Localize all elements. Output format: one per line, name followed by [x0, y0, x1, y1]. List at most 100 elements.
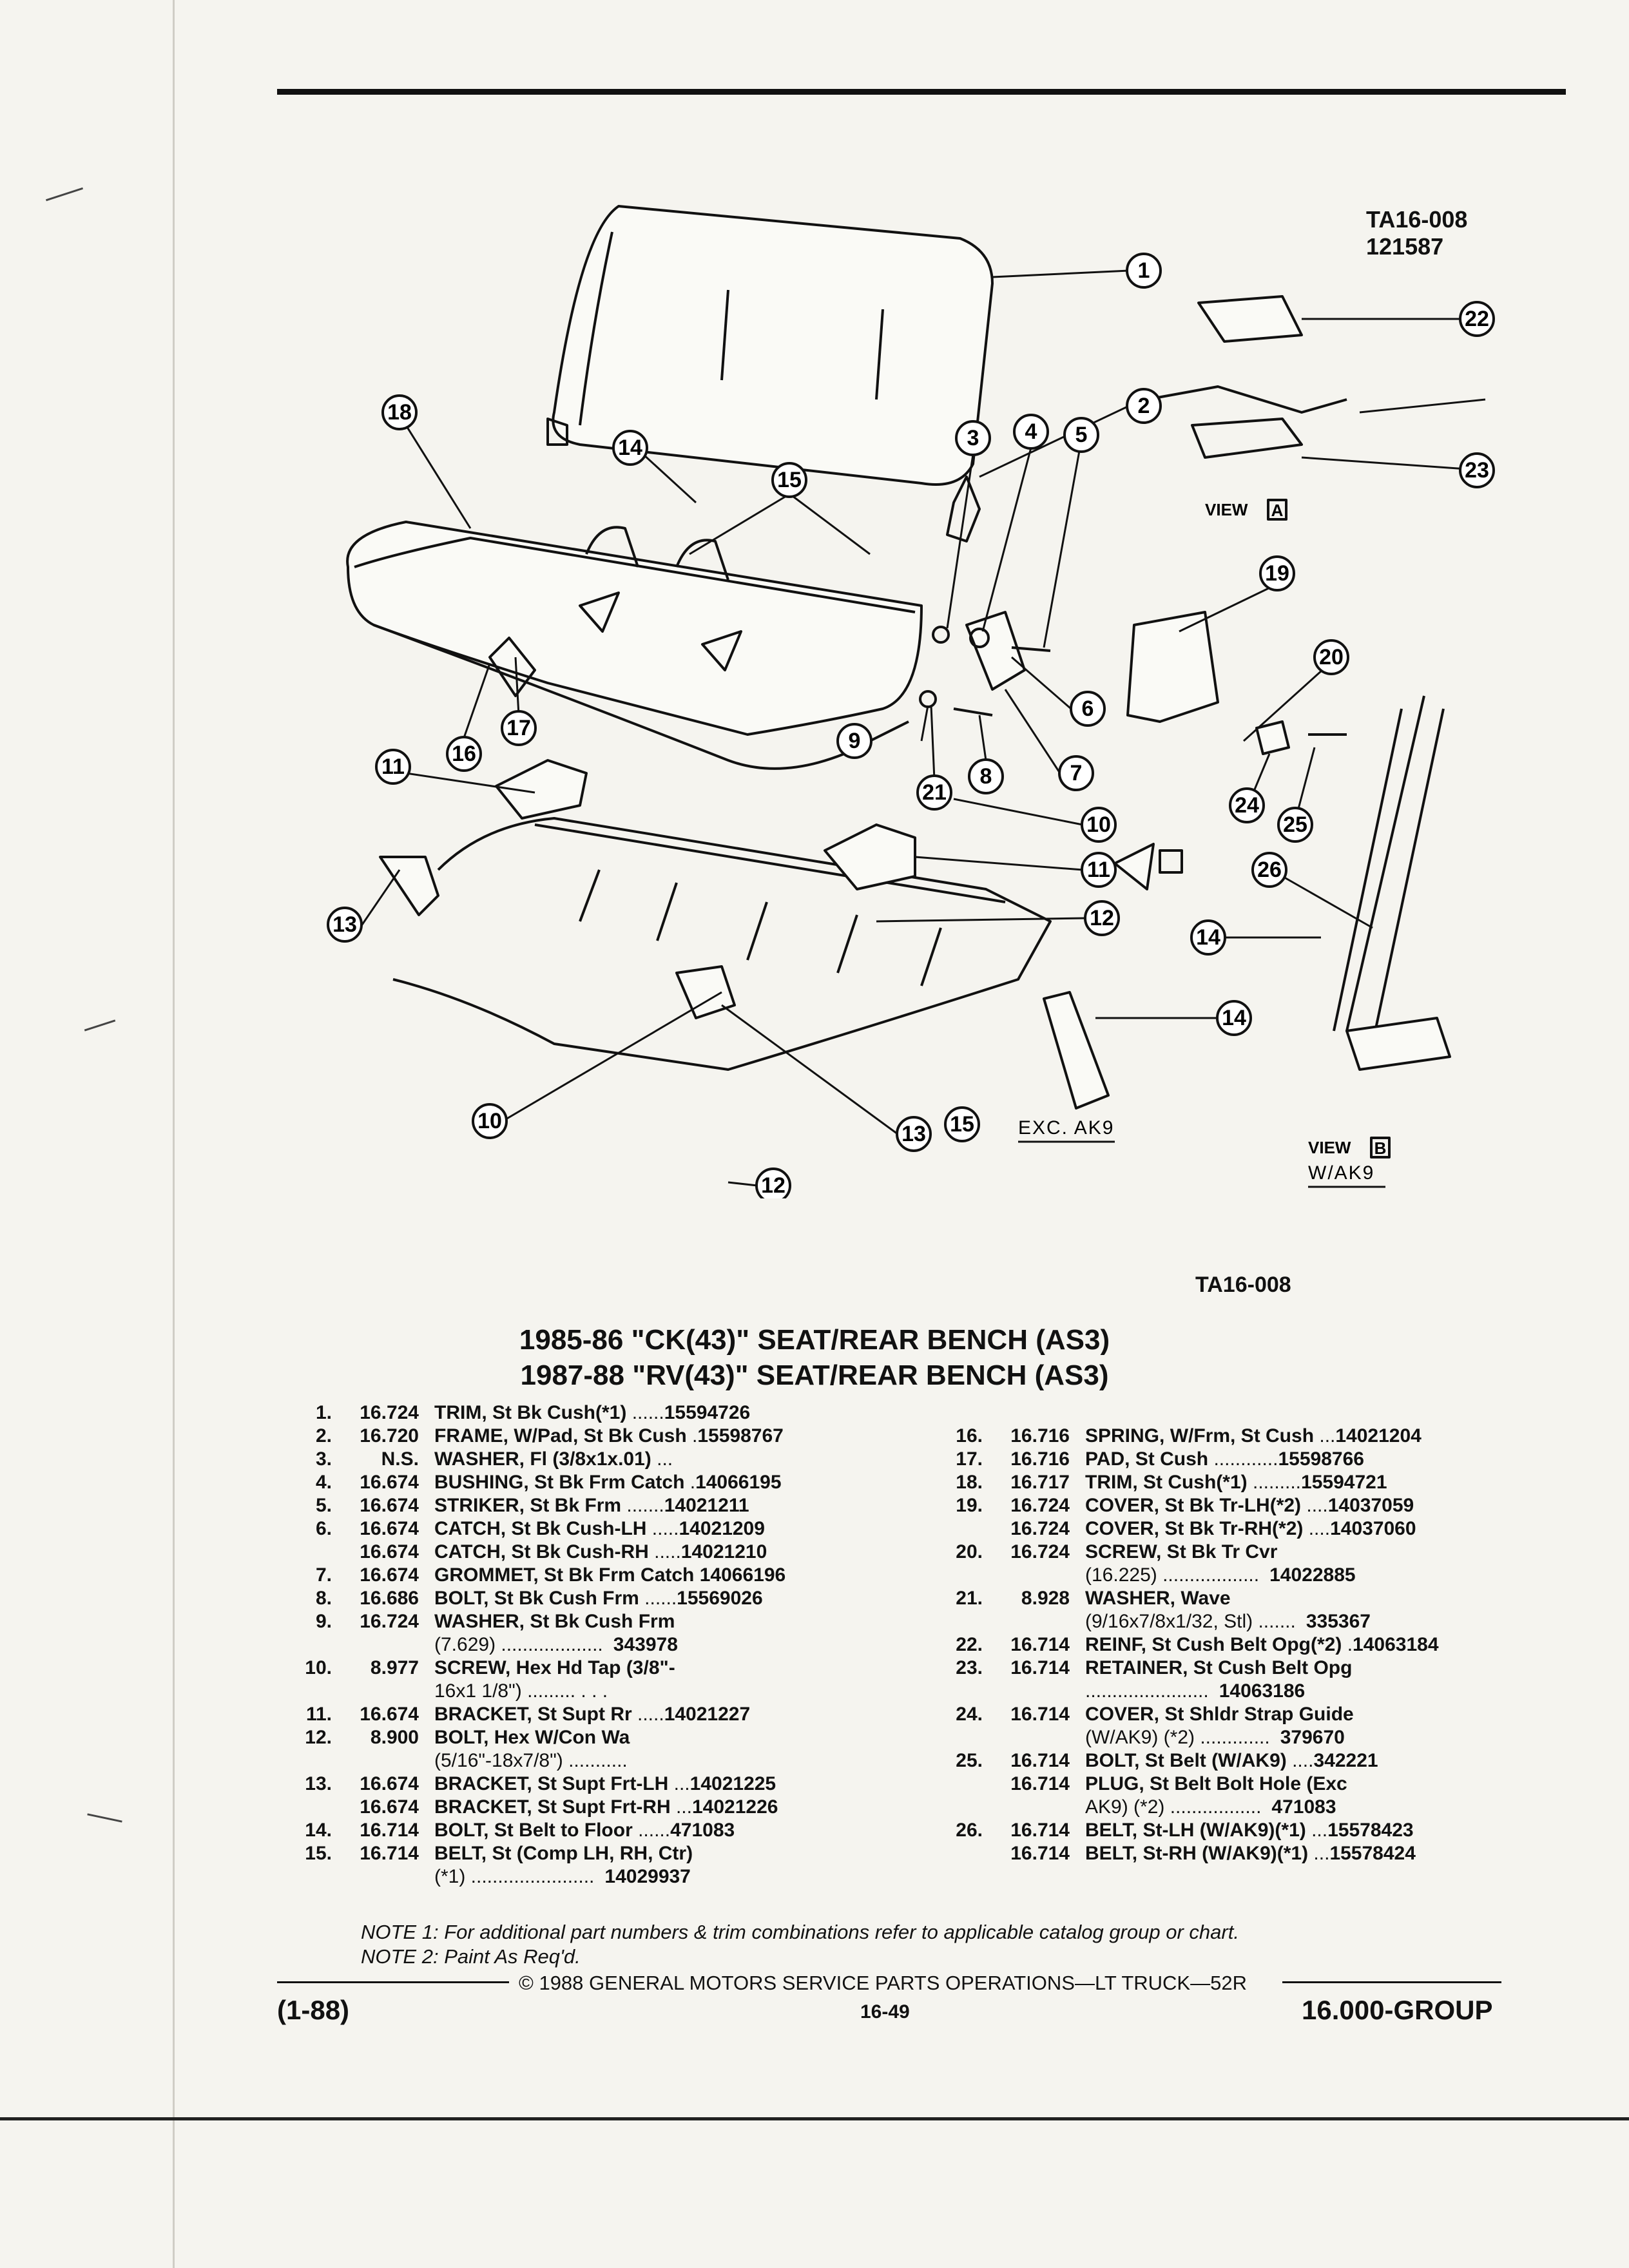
- part-continuation-text: (*1) .......................: [434, 1866, 595, 1887]
- margin-mark: [87, 1813, 122, 1823]
- svg-text:18: 18: [387, 400, 412, 425]
- callout-10-upper: 10: [1081, 807, 1117, 843]
- part-description: COVER, St Bk Tr-LH(*2) ....14037059: [1085, 1494, 1527, 1517]
- svg-text:22: 22: [1465, 307, 1489, 331]
- part-leader-dots: ...: [651, 1448, 673, 1470]
- callout-23: 23: [1459, 452, 1495, 488]
- part-number: 471083: [1271, 1796, 1336, 1818]
- figure-caption-code: TA16-008: [1195, 1273, 1291, 1297]
- part-name: SCREW, Hex Hd Tap (3/8"-: [434, 1657, 675, 1678]
- seat-back-seam: [579, 231, 613, 426]
- part-item-number: 2.: [315, 1425, 332, 1446]
- part-group-number: 16.674: [360, 1472, 419, 1493]
- part-number: 14063186: [1219, 1680, 1306, 1702]
- part-group-number: 16.674: [360, 1518, 419, 1539]
- striker-5: [1011, 646, 1051, 652]
- part-item-number: 21.: [956, 1588, 983, 1609]
- part-number: 15594726: [664, 1402, 751, 1423]
- part-item-number: 23.: [956, 1657, 983, 1678]
- part-group-number: 16.717: [1010, 1472, 1070, 1493]
- callout-11-right: 11: [1081, 852, 1117, 888]
- svg-text:11: 11: [1087, 858, 1110, 882]
- part-description: SCREW, St Bk Tr Cvr: [1085, 1541, 1527, 1564]
- leader-line: [1179, 585, 1273, 633]
- part-item-number: 13.: [305, 1773, 332, 1794]
- floor-belt-buckle: [1043, 991, 1110, 1110]
- callout-16: 16: [446, 736, 482, 772]
- part-continuation-text: AK9) (*2) .................: [1085, 1796, 1262, 1818]
- svg-text:10: 10: [477, 1109, 502, 1133]
- callout-11-left: 11: [375, 749, 411, 785]
- leader-line: [1359, 398, 1486, 414]
- seat-cushion-lower-edge: [373, 624, 909, 770]
- part-item-number: 14.: [305, 1820, 332, 1841]
- part-name: TRIM, St Cush(*1): [1085, 1472, 1248, 1493]
- view-a-label: VIEW: [1205, 500, 1248, 519]
- rear-support-bracket-right: [824, 823, 916, 890]
- part-row: 3.N.S.WASHER, Fl (3/8x1x.01) ...: [271, 1448, 889, 1471]
- part-leader-dots: .: [686, 1425, 698, 1446]
- part-item-number: 12.: [305, 1727, 332, 1748]
- callout-9: 9: [836, 723, 872, 759]
- part-number: 15578424: [1329, 1843, 1416, 1864]
- seat-back-seam: [720, 289, 729, 381]
- svg-text:26: 26: [1257, 858, 1282, 882]
- svg-text:15: 15: [950, 1112, 974, 1137]
- part-name: CATCH, St Bk Cush-LH: [434, 1518, 647, 1539]
- callout-1: 1: [1126, 253, 1162, 289]
- svg-text:17: 17: [506, 716, 531, 740]
- footer-page-number: 16-49: [860, 2001, 910, 2023]
- part-item-number: [921, 1842, 983, 1865]
- part-item-number: 8.: [315, 1588, 332, 1609]
- page-title-line-1: 1985-86 "CK(43)" SEAT/REAR BENCH (AS3): [519, 1324, 1110, 1356]
- part-leader-dots: ...: [668, 1773, 690, 1794]
- part-item-number: 20.: [956, 1541, 983, 1562]
- part-group-number: 16.724: [1010, 1495, 1070, 1516]
- leader-line: [1011, 656, 1072, 710]
- callout-25: 25: [1277, 807, 1313, 843]
- part-leader-dots: ....: [1301, 1495, 1328, 1516]
- callout-7: 7: [1058, 755, 1094, 791]
- part-number: 14037060: [1330, 1518, 1416, 1539]
- part-name: COVER, St Bk Tr-LH(*2): [1085, 1495, 1302, 1516]
- part-name: BRACKET, St Supt Rr: [434, 1704, 632, 1725]
- part-leader-dots: .....: [631, 1704, 664, 1725]
- part-group-number: 16.716: [1010, 1448, 1070, 1470]
- leader-line: [1043, 450, 1081, 648]
- rear-support-bracket-left: [495, 759, 588, 820]
- leader-line: [953, 798, 1083, 826]
- svg-text:24: 24: [1235, 793, 1259, 818]
- seat-cushion-top-edge: [354, 537, 916, 613]
- part-number: 14037059: [1327, 1495, 1414, 1516]
- part-number: 14021225: [689, 1773, 776, 1794]
- part-item-number: 25.: [956, 1750, 983, 1771]
- part-description: BRACKET, St Supt Rr .....14021227: [434, 1703, 889, 1726]
- part-description: BELT, St (Comp LH, RH, Ctr): [434, 1842, 889, 1865]
- part-number: 343978: [613, 1634, 678, 1655]
- part-number: 379670: [1280, 1727, 1345, 1748]
- part-group-number: 16.714: [1010, 1657, 1070, 1678]
- part-group-number: 8.900: [370, 1727, 419, 1748]
- part-name: SPRING, W/Frm, St Cush: [1085, 1425, 1315, 1446]
- part-row-continuation: .......................14063186: [921, 1680, 1527, 1703]
- callout-12-lower: 12: [755, 1168, 791, 1198]
- leader-line: [792, 495, 871, 555]
- view-b-letter: B: [1374, 1139, 1387, 1158]
- belt-loop: [675, 539, 729, 581]
- leader-line: [981, 447, 1032, 632]
- part-row-continuation: (*1) .......................14029937: [271, 1865, 889, 1888]
- part-group-number: 16.714: [1010, 1704, 1070, 1725]
- direction-arrow-b: [1113, 843, 1155, 890]
- part-description: TRIM, St Cush(*1) .........15594721: [1085, 1471, 1527, 1494]
- part-group-number: 16.674: [360, 1796, 419, 1818]
